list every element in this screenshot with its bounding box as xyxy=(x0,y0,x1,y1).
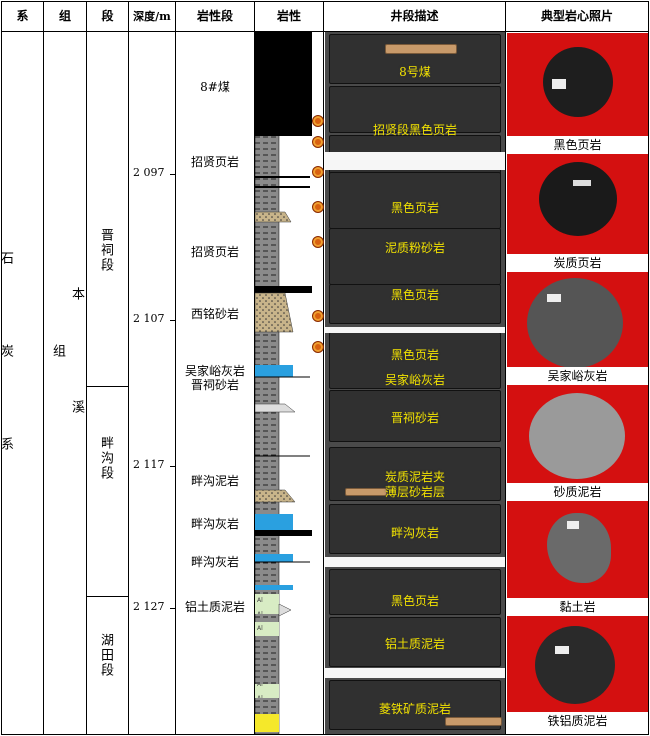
header-depth: 深度/m xyxy=(133,9,171,23)
core-photo-3 xyxy=(507,272,648,367)
header-member: 段 xyxy=(101,9,114,23)
litho-ximing: 西铭砂岩 xyxy=(190,307,239,321)
formation-name: 本溪组 xyxy=(44,250,86,550)
litho-jinci-sandstone: 晋祠砂岩 xyxy=(190,378,239,392)
well-label-pangou: 畔沟灰岩 xyxy=(390,526,439,540)
core-caption-wujiayu: 吴家峪灰岩 xyxy=(507,367,648,385)
member-hutian: 湖田段 xyxy=(98,632,113,678)
depth-2097: 2 097 xyxy=(133,166,165,179)
member-pangou: 畔沟段 xyxy=(98,435,113,481)
litho-pangou-limestone-2: 畔沟灰岩 xyxy=(190,555,239,569)
header-system: 系 xyxy=(16,9,29,23)
well-label-thin-sandstone: 薄层砂岩层 xyxy=(384,485,445,499)
litho-coal-8: 8#煤 xyxy=(200,80,230,94)
core-photo-6 xyxy=(507,616,648,712)
well-label-zhaoxian-shale: 招贤段黑色页岩 xyxy=(372,123,457,137)
core-caption-black-shale: 黑色页岩 xyxy=(507,136,648,154)
core-photo-4 xyxy=(507,385,648,483)
core-caption-sandy-mudstone: 砂质泥岩 xyxy=(507,483,648,501)
header-lithostratigraphy: 岩性段 xyxy=(196,9,233,23)
sample-marker-icon xyxy=(312,236,324,248)
well-label-carbonaceous: 炭质泥岩夹 xyxy=(384,470,445,484)
core-caption-carbonaceous-shale: 炭质页岩 xyxy=(507,254,648,272)
core-photo-5 xyxy=(507,501,648,598)
header-description: 井段描述 xyxy=(390,9,439,23)
lithology-column: Al xyxy=(255,32,312,734)
sample-marker-icon xyxy=(312,166,324,178)
well-label-black-shale-1: 黑色页岩 xyxy=(390,201,439,215)
litho-zhaoxian-2: 招贤页岩 xyxy=(190,245,239,259)
core-caption-claystone: 黏土岩 xyxy=(507,598,648,616)
sample-marker-icon xyxy=(312,310,324,322)
well-label-black-shale-3: 黑色页岩 xyxy=(390,348,439,362)
well-label-bauxitic: 铝土质泥岩 xyxy=(384,637,445,651)
depth-2117: 2 117 xyxy=(133,458,165,471)
system-name-text: 石炭系 xyxy=(0,250,13,530)
system-name: 石炭系 xyxy=(0,200,43,580)
well-label-silty: 泥质粉砂岩 xyxy=(384,241,445,255)
well-label-black-shale-2: 黑色页岩 xyxy=(390,288,439,302)
formation-name-text: 本溪组 xyxy=(50,287,84,513)
depth-2127: 2 127 xyxy=(133,600,165,613)
core-photo-1 xyxy=(507,33,648,136)
litho-pangou-limestone-1: 畔沟灰岩 xyxy=(190,517,239,531)
well-label-jinci: 晋祠砂岩 xyxy=(390,411,439,425)
well-label-black-shale-4: 黑色页岩 xyxy=(390,594,439,608)
litho-pangou-mudstone: 畔沟泥岩 xyxy=(190,474,239,488)
sample-marker-icon xyxy=(312,201,324,213)
well-label-wujiayu: 吴家峪灰岩 xyxy=(384,373,445,387)
sample-marker-icon xyxy=(312,115,324,127)
core-tray-photos xyxy=(325,32,505,734)
header-formation: 组 xyxy=(58,9,71,23)
litho-bauxitic-mudstone: 铝土质泥岩 xyxy=(184,600,245,614)
sample-marker-icon xyxy=(312,136,324,148)
depth-2107: 2 107 xyxy=(133,312,165,325)
core-photo-2 xyxy=(507,154,648,254)
well-label-siderite: 菱铁矿质泥岩 xyxy=(378,702,451,716)
header-photos: 典型岩心照片 xyxy=(540,9,613,23)
core-caption-ferro-aluminous: 铁铝质泥岩 xyxy=(507,712,648,730)
sample-marker-icon xyxy=(312,341,324,353)
litho-wujiayu: 吴家峪灰岩 xyxy=(184,364,245,378)
litho-zhaoxian-1: 招贤页岩 xyxy=(190,155,239,169)
header-lithology: 岩性 xyxy=(276,9,301,23)
member-jinci: 晋祠段 xyxy=(98,227,113,273)
well-label-coal: 8号煤 xyxy=(399,65,431,79)
